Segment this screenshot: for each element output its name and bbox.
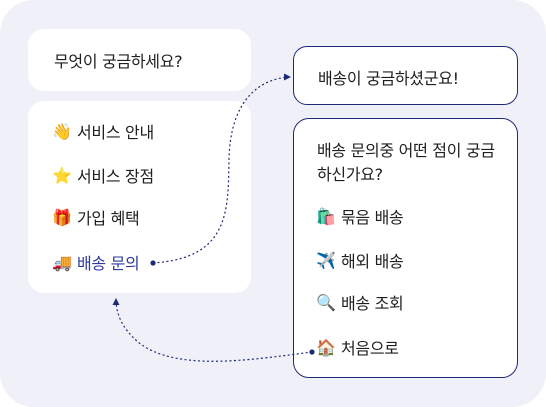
option-label: 해외 배송 xyxy=(341,252,404,271)
option-track-shipping[interactable]: 🔍 배송 조회 xyxy=(316,290,404,314)
connector-start-dot xyxy=(309,349,315,355)
option-go-home[interactable]: 🏠 처음으로 xyxy=(316,335,399,359)
menu-item-service-guide[interactable]: 👋 서비스 안내 xyxy=(52,119,154,143)
option-label: 처음으로 xyxy=(341,339,399,358)
airplane-icon: ✈️ xyxy=(316,250,336,270)
menu-item-label: 서비스 안내 xyxy=(77,123,154,142)
gift-icon: 🎁 xyxy=(52,207,72,227)
reply-text: 배송이 궁금하셨군요! xyxy=(318,69,459,88)
connector-start-dot xyxy=(150,260,156,266)
arrowhead-icon xyxy=(112,298,120,305)
option-overseas-shipping[interactable]: ✈️ 해외 배송 xyxy=(316,248,404,272)
delivery-truck-icon: 🚚 xyxy=(52,252,72,272)
option-label: 배송 조회 xyxy=(341,294,404,313)
connector-to-reply xyxy=(152,76,289,264)
option-label: 묶음 배송 xyxy=(341,208,404,227)
reply-bubble: 배송이 궁금하셨군요! xyxy=(293,46,518,105)
menu-item-label: 서비스 장점 xyxy=(77,167,154,186)
house-icon: 🏠 xyxy=(316,337,336,357)
waving-hand-icon: 👋 xyxy=(52,121,72,141)
shopping-bags-icon: 🛍️ xyxy=(316,206,336,226)
star-icon: ⭐ xyxy=(52,165,72,185)
menu-item-label: 배송 문의 xyxy=(77,254,140,273)
menu-item-label: 가입 혜택 xyxy=(77,209,140,228)
option-bundle-shipping[interactable]: 🛍️ 묶음 배송 xyxy=(316,204,404,228)
arrowhead-icon xyxy=(284,73,291,81)
question-text: 무엇이 궁금하세요? xyxy=(54,52,183,71)
menu-item-shipping-inquiry[interactable]: 🚚 배송 문의 xyxy=(52,250,140,274)
main-menu: 👋 서비스 안내 ⭐ 서비스 장점 🎁 가입 혜택 🚚 배송 문의 xyxy=(28,101,251,293)
magnifier-icon: 🔍 xyxy=(316,292,336,312)
question-bubble: 무엇이 궁금하세요? xyxy=(28,29,251,91)
menu-item-signup-benefits[interactable]: 🎁 가입 혜택 xyxy=(52,205,140,229)
menu-item-service-advantages[interactable]: ⭐ 서비스 장점 xyxy=(52,163,154,187)
shipping-options-card: 배송 문의중 어떤 점이 궁금하신가요? 🛍️ 묶음 배송 ✈️ 해외 배송 🔍… xyxy=(293,118,518,378)
connector-back-to-menu xyxy=(115,301,313,362)
options-prompt: 배송 문의중 어떤 점이 궁금하신가요? xyxy=(317,141,495,184)
